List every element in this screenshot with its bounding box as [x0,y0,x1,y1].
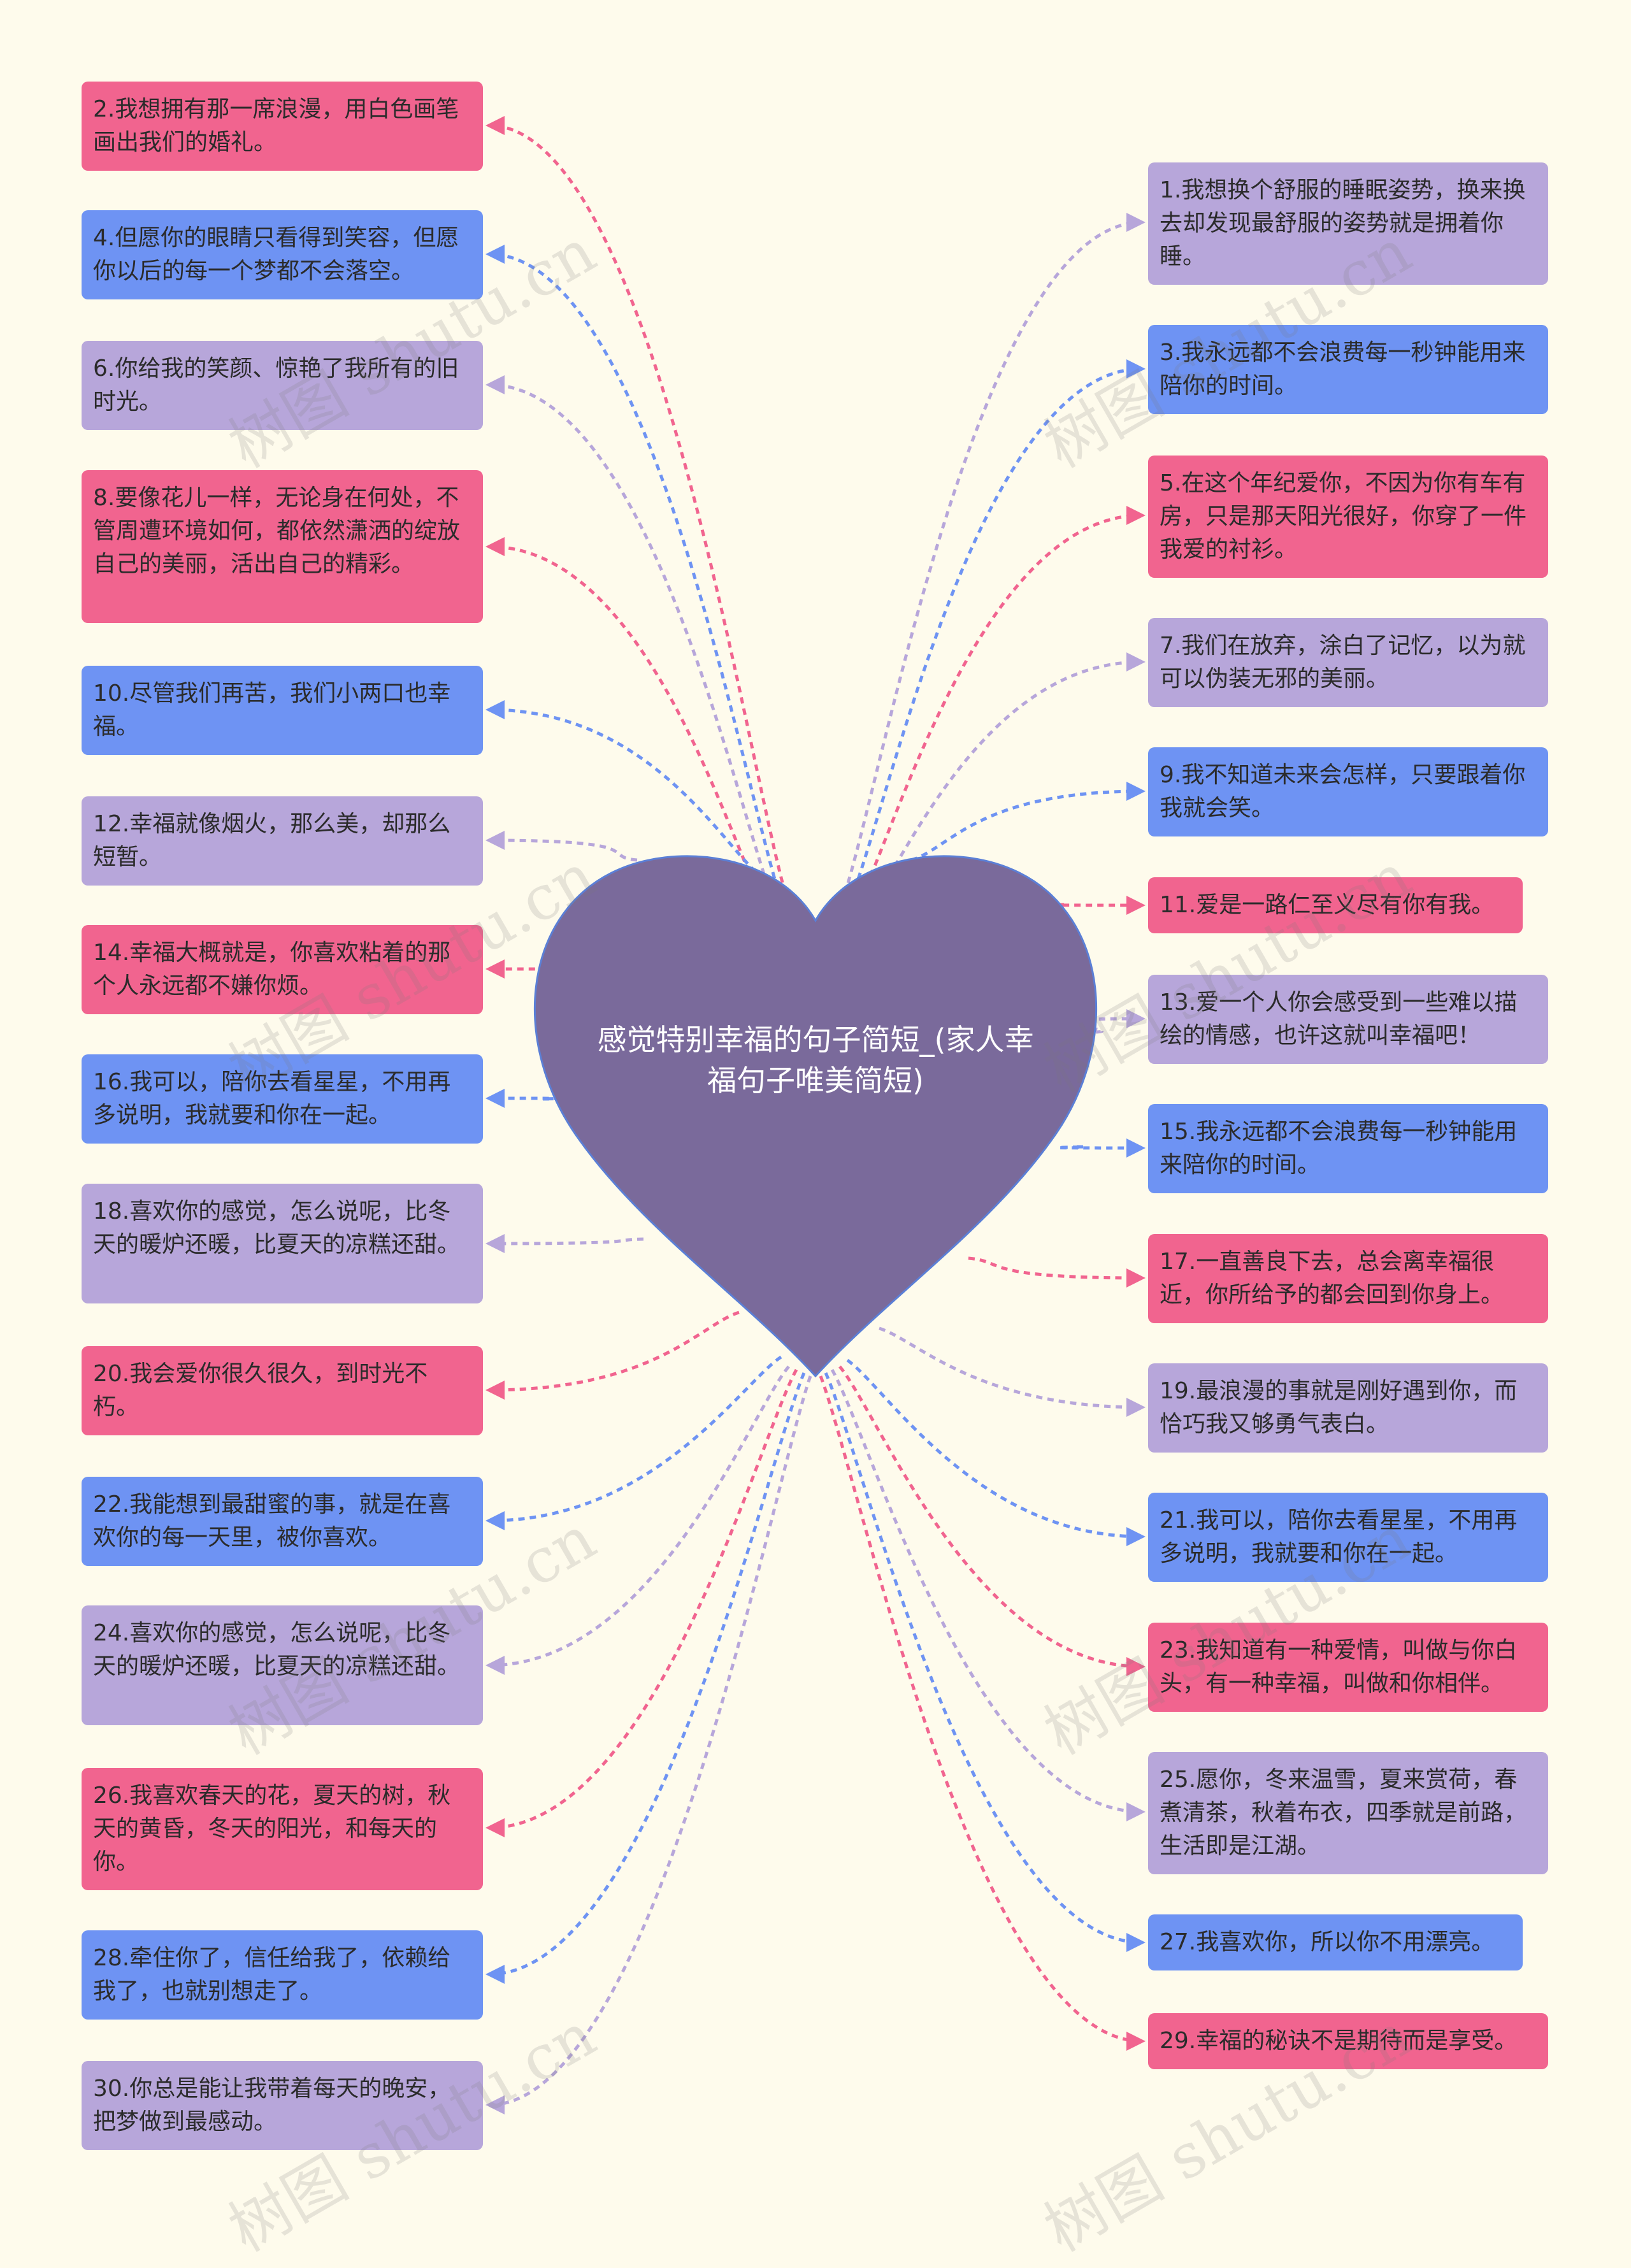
central-topic-title: 感觉特别幸福的句子简短_(家人幸福句子唯美简短) [597,1023,1034,1098]
topic-node-8[interactable]: 8.要像花儿一样，无论身在何处，不管周遭环境如何，都依然潇洒的绽放自己的美丽，活… [82,470,483,623]
connector-7 [856,652,1146,925]
connector-27 [824,1372,1146,1952]
central-heart-node[interactable] [533,855,1098,1378]
connector-3 [844,359,1146,912]
topic-node-7[interactable]: 7.我们在放弃，涂白了记忆，以为就可以伪装无邪的美丽。 [1148,618,1548,707]
topic-node-9[interactable]: 9.我不知道未来会怎样，只要跟着你我就会笑。 [1148,747,1548,836]
topic-node-4[interactable]: 4.但愿你的眼睛只看得到笑容，但愿你以后的每一个梦都不会落空。 [82,210,483,299]
connector-17 [968,1256,1146,1288]
topic-node-21[interactable]: 21.我可以，陪你去看星星，不用再多说明，我就要和你在一起。 [1148,1493,1548,1582]
topic-node-11[interactable]: 11.爱是一路仁至义尽有你有我。 [1148,877,1523,933]
topic-node-27[interactable]: 27.我喜欢你，所以你不用漂亮。 [1148,1914,1523,1970]
connector-24 [485,1365,790,1675]
topic-node-5[interactable]: 5.在这个年纪爱你，不因为你有车有房，只是那天阳光很好，你穿了一件我爱的衬衫。 [1148,456,1548,578]
connector-12 [485,831,638,862]
topic-node-6[interactable]: 6.你给我的笑颜、惊艳了我所有的旧时光。 [82,341,483,430]
topic-node-18[interactable]: 18.喜欢你的感觉，怎么说呢，比冬天的暖炉还暖，比夏天的凉糕还甜。 [82,1184,483,1303]
topic-node-13[interactable]: 13.爱一个人你会感受到一些难以描绘的情感，也许这就叫幸福吧！ [1148,975,1548,1064]
connector-26 [485,1368,798,1837]
connector-10 [485,700,766,881]
topic-node-23[interactable]: 23.我知道有一种爱情，叫做与你白头，有一种幸福，叫做和你相伴。 [1148,1623,1548,1712]
topic-node-26[interactable]: 26.我喜欢春天的花，夏天的树，秋天的黄昏，冬天的阳光，和每天的你。 [82,1768,483,1890]
topic-node-3[interactable]: 3.我永远都不会浪费每一秒钟能用来陪你的时间。 [1148,325,1548,414]
topic-node-22[interactable]: 22.我能想到最甜蜜的事，就是在喜欢你的每一天里，被你喜欢。 [82,1477,483,1566]
topic-node-24[interactable]: 24.喜欢你的感觉，怎么说呢，比冬天的暖炉还暖，比夏天的凉糕还甜。 [82,1605,483,1725]
connector-22 [485,1355,782,1530]
connector-6 [485,375,782,919]
topic-node-2[interactable]: 2.我想拥有那一席浪漫，用白色画笔画出我们的婚礼。 [82,82,483,171]
connector-25 [830,1368,1146,1821]
connector-4 [485,245,787,912]
topic-node-17[interactable]: 17.一直善良下去，总会离幸福很近，你所给予的都会回到你身上。 [1148,1234,1548,1323]
topic-node-12[interactable]: 12.幸福就像烟火，那么美，却那么短暂。 [82,796,483,886]
connector-30 [485,1375,812,2114]
connector-1 [839,213,1146,905]
topic-node-16[interactable]: 16.我可以，陪你去看星星，不用再多说明，我就要和你在一起。 [82,1054,483,1144]
connector-8 [485,537,775,925]
topic-node-28[interactable]: 28.牵住你了，信任给我了，依赖给我了，也就别想走了。 [82,1930,483,2020]
topic-node-30[interactable]: 30.你总是能让我带着每天的晚安，把梦做到最感动。 [82,2061,483,2150]
topic-node-10[interactable]: 10.尽管我们再苦，我们小两口也幸福。 [82,666,483,755]
topic-node-14[interactable]: 14.幸福大概就是，你喜欢粘着的那个人永远都不嫌你烦。 [82,925,483,1014]
topic-node-29[interactable]: 29.幸福的秘诀不是期待而是享受。 [1148,2013,1548,2069]
connector-21 [846,1358,1146,1546]
topic-node-20[interactable]: 20.我会爱你很久很久，到时光不朽。 [82,1346,483,1435]
connector-19 [879,1326,1146,1417]
connector-23 [838,1365,1146,1676]
connector-15 [1056,1138,1146,1158]
topic-node-1[interactable]: 1.我想换个舒服的睡眠姿势，换来换去却发现最舒服的姿势就是拥着你睡。 [1148,162,1548,285]
topic-node-19[interactable]: 19.最浪漫的事就是刚好遇到你，而恰巧我又够勇气表白。 [1148,1363,1548,1453]
topic-node-25[interactable]: 25.愿你，冬来温雪，夏来赏荷，春煮清茶，秋着布衣，四季就是前路，生活即是江湖。 [1148,1752,1548,1874]
topic-node-15[interactable]: 15.我永远都不会浪费每一秒钟能用来陪你的时间。 [1148,1104,1548,1193]
connector-9 [910,782,1146,862]
